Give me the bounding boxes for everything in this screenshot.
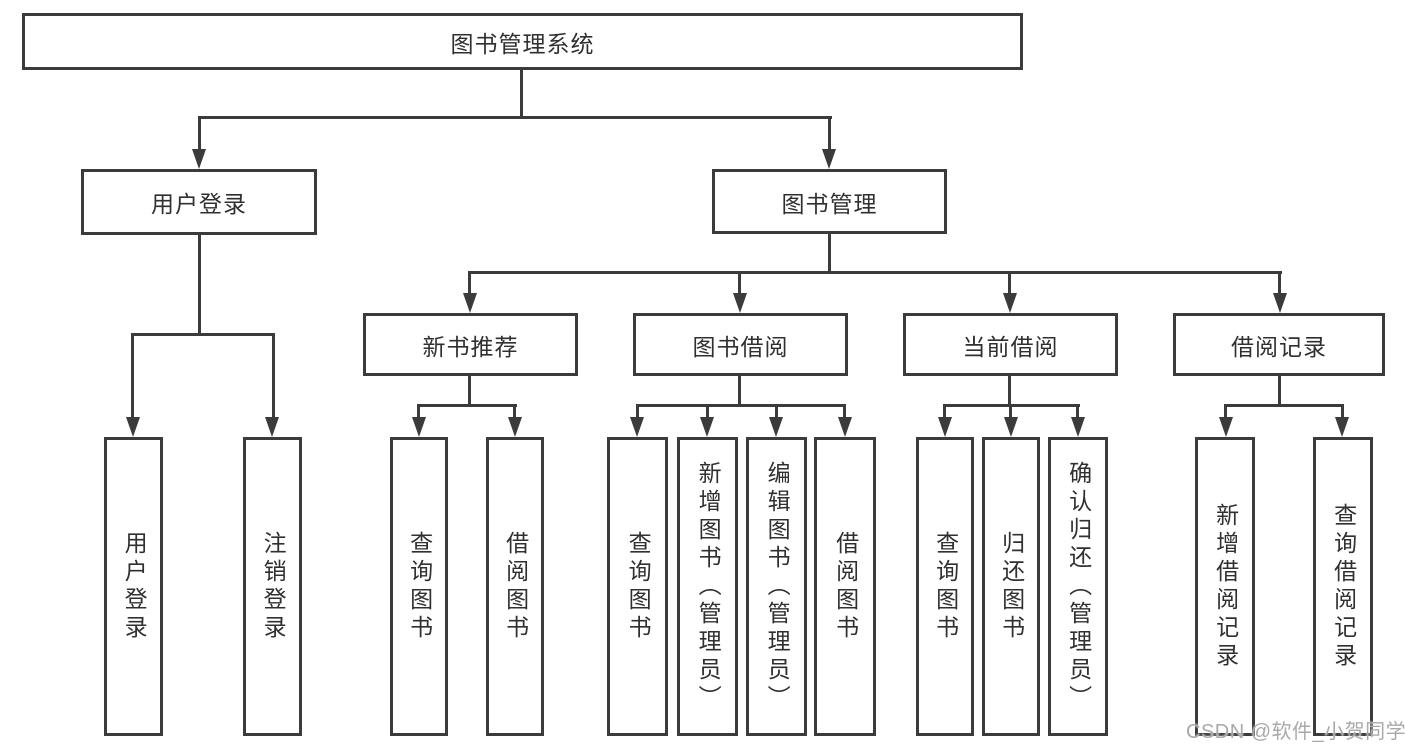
connector-line — [131, 333, 275, 336]
connector-line — [843, 404, 846, 419]
arrow-down-icon — [508, 417, 522, 437]
leaf-logout-label: 注销登录 — [260, 530, 287, 643]
connector-line — [468, 271, 471, 297]
leaf-records-query-record: 查询借阅记录 — [1313, 437, 1373, 736]
node-user-login: 用户登录 — [81, 169, 317, 235]
arrow-down-icon — [822, 149, 836, 169]
connector-line — [828, 232, 831, 274]
leaf-records-query-record-label: 查询借阅记录 — [1330, 502, 1357, 671]
connector-line — [1278, 374, 1281, 407]
connector-line — [1009, 404, 1012, 419]
leaf-logout: 注销登录 — [243, 437, 302, 736]
arrow-down-icon — [1219, 417, 1233, 437]
connector-line — [943, 404, 946, 419]
node-current-borrowing-label: 当前借阅 — [962, 333, 1059, 360]
arrow-down-icon — [700, 417, 714, 437]
connector-line — [636, 404, 639, 419]
connector-line — [468, 271, 1282, 274]
connector-line — [1278, 271, 1281, 297]
connector-line — [198, 233, 201, 335]
node-borrow-records-label: 借阅记录 — [1231, 333, 1327, 360]
connector-line — [1008, 374, 1011, 407]
leaf-borrowing-query-books-label: 查询图书 — [625, 530, 652, 643]
leaf-borrowing-add-books-admin-label: 新增图书（管理员） — [695, 460, 722, 713]
node-new-book-recommend: 新书推荐 — [363, 313, 578, 376]
connector-line — [828, 116, 831, 152]
arrow-down-icon — [412, 417, 426, 437]
connector-line — [468, 374, 471, 407]
leaf-borrowing-edit-books-admin-label: 编辑图书（管理员） — [764, 460, 791, 713]
leaf-user-login: 用户登录 — [104, 437, 163, 736]
connector-line — [417, 404, 517, 407]
connector-line — [738, 271, 741, 297]
arrow-down-icon — [838, 417, 852, 437]
connector-line — [1224, 404, 1227, 419]
arrow-down-icon — [1071, 417, 1085, 437]
leaf-current-return-books-label: 归还图书 — [998, 530, 1025, 643]
leaf-recommend-borrow-books: 借阅图书 — [486, 437, 544, 736]
leaf-borrowing-query-books: 查询图书 — [607, 437, 668, 736]
connector-line — [513, 404, 516, 419]
arrow-down-icon — [630, 417, 644, 437]
leaf-records-add-record: 新增借阅记录 — [1195, 437, 1255, 736]
arrow-down-icon — [265, 417, 279, 437]
leaf-borrowing-edit-books-admin: 编辑图书（管理员） — [746, 437, 807, 736]
arrow-down-icon — [1003, 293, 1017, 313]
node-root-label: 图书管理系统 — [450, 30, 595, 57]
connector-line — [775, 404, 778, 419]
leaf-recommend-query-books-label: 查询图书 — [406, 530, 433, 643]
connector-line — [1076, 404, 1079, 419]
arrow-down-icon — [733, 293, 747, 313]
arrow-down-icon — [938, 417, 952, 437]
connector-line — [131, 333, 134, 419]
leaf-current-confirm-return-admin: 确认归还（管理员） — [1048, 437, 1108, 736]
leaf-records-add-record-label: 新增借阅记录 — [1212, 502, 1239, 671]
leaf-recommend-query-books: 查询图书 — [390, 437, 448, 736]
leaf-borrowing-borrow-books-label: 借阅图书 — [832, 530, 859, 643]
node-book-borrowing-label: 图书借阅 — [692, 333, 789, 360]
leaf-current-return-books: 归还图书 — [982, 437, 1040, 736]
arrow-down-icon — [1335, 417, 1349, 437]
leaf-borrowing-borrow-books: 借阅图书 — [814, 437, 876, 736]
leaf-current-query-books-label: 查询图书 — [932, 530, 959, 643]
node-book-management-label: 图书管理 — [781, 190, 878, 217]
node-user-login-label: 用户登录 — [151, 191, 247, 217]
connector-line — [1341, 404, 1344, 419]
node-root: 图书管理系统 — [22, 13, 1023, 70]
arrow-down-icon — [769, 417, 783, 437]
connector-line — [636, 404, 846, 407]
connector-line — [738, 374, 741, 407]
leaf-recommend-borrow-books-label: 借阅图书 — [502, 530, 529, 643]
connector-line — [1224, 404, 1344, 407]
leaf-current-query-books: 查询图书 — [916, 437, 974, 736]
connector-line — [417, 404, 420, 419]
leaf-borrowing-add-books-admin: 新增图书（管理员） — [677, 437, 738, 736]
node-new-book-recommend-label: 新书推荐 — [422, 333, 519, 360]
node-book-management: 图书管理 — [712, 169, 947, 234]
connector-line — [272, 333, 275, 419]
leaf-user-login-label: 用户登录 — [121, 530, 148, 643]
arrow-down-icon — [463, 293, 477, 313]
arrow-down-icon — [1273, 293, 1287, 313]
connector-line — [706, 404, 709, 419]
arrow-down-icon — [1004, 417, 1018, 437]
connector-line — [520, 68, 523, 118]
connector-line — [198, 116, 832, 119]
arrow-down-icon — [192, 149, 206, 169]
connector-line — [198, 116, 201, 152]
csdn-watermark: CSDN @软件_小贺同学 — [1186, 721, 1405, 743]
node-current-borrowing: 当前借阅 — [903, 313, 1118, 376]
node-borrow-records: 借阅记录 — [1173, 313, 1385, 376]
arrow-down-icon — [126, 417, 140, 437]
leaf-current-confirm-return-admin-label: 确认归还（管理员） — [1065, 460, 1092, 713]
connector-line — [1008, 271, 1011, 297]
node-book-borrowing: 图书借阅 — [633, 313, 848, 376]
